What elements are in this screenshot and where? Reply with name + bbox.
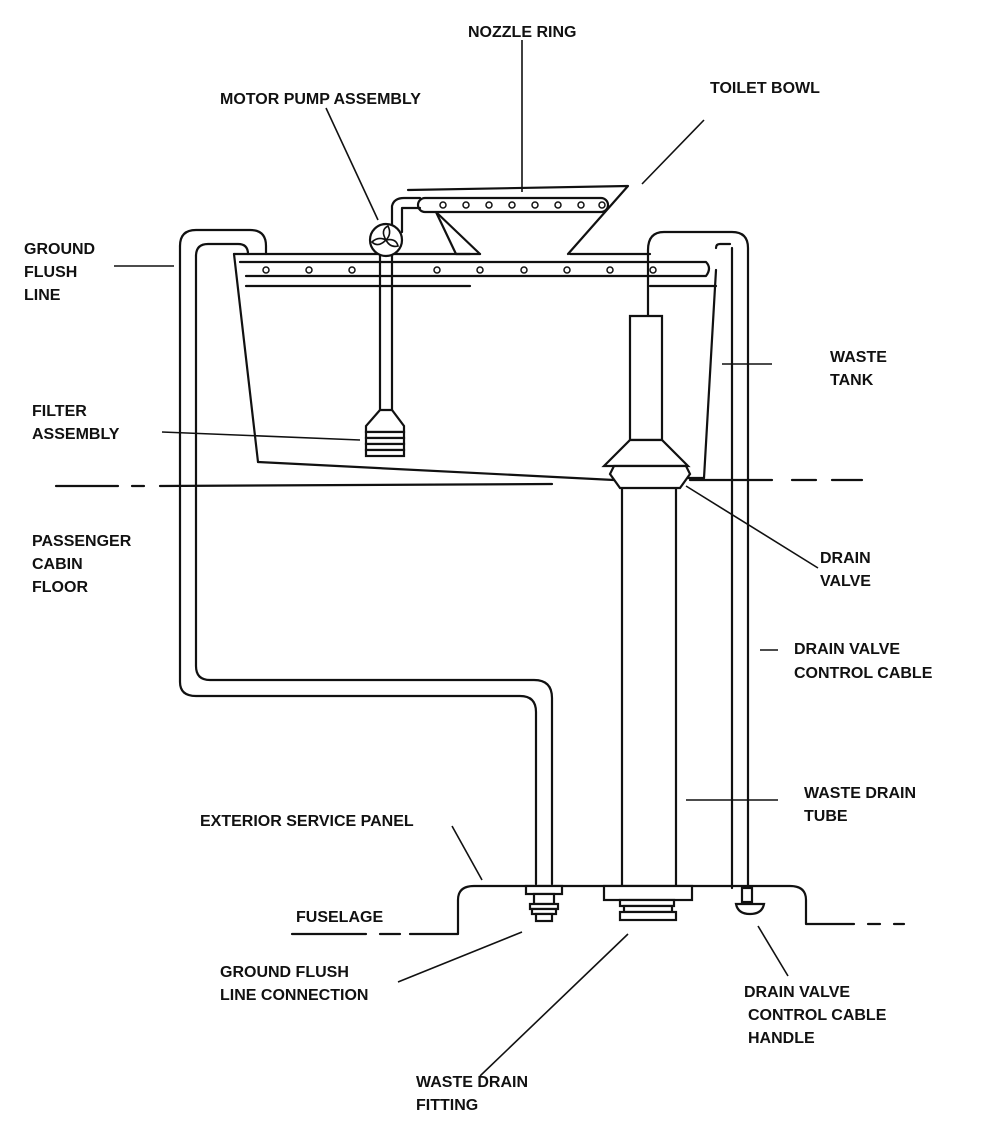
- nozzle-ring: [416, 196, 610, 214]
- label-toilet-bowl: TOILET BOWL: [710, 80, 820, 97]
- label-motor-pump-assembly: MOTOR PUMP ASSEMBLY: [220, 91, 421, 108]
- label-fuselage: FUSELAGE: [296, 909, 383, 926]
- leader-lines: [114, 40, 819, 1077]
- label-waste-drain-tube-1: WASTE DRAIN: [804, 785, 916, 802]
- drain-valve-control-cable-handle: [734, 886, 766, 916]
- label-waste-drain-fitting-2: FITTING: [416, 1097, 478, 1114]
- label-nozzle-ring: NOZZLE RING: [468, 24, 576, 41]
- label-exterior-service-panel: EXTERIOR SERVICE PANEL: [200, 813, 414, 830]
- passenger-cabin-floor: [54, 478, 864, 488]
- label-drain-valve-control-cable-handle-3: HANDLE: [748, 1030, 815, 1047]
- exterior-service-panel: [290, 884, 906, 936]
- label-filter-assembly-1: FILTER: [32, 403, 87, 420]
- label-passenger-cabin-floor-1: PASSENGER: [32, 533, 132, 550]
- label-drain-valve-control-cable-handle-1: DRAIN VALVE: [744, 984, 850, 1001]
- label-drain-valve-control-cable-handle-2: CONTROL CABLE: [748, 1007, 887, 1024]
- drain-valve-control-cable: [646, 230, 750, 890]
- label-filter-assembly-2: ASSEMBLY: [32, 426, 120, 443]
- label-drain-valve-control-cable-1: DRAIN VALVE: [794, 641, 900, 658]
- label-drain-valve-control-cable-2: CONTROL CABLE: [794, 665, 933, 682]
- label-drain-valve-1: DRAIN: [820, 550, 871, 567]
- waste-tank: [232, 252, 718, 482]
- waste-drain-tube: [601, 314, 691, 890]
- motor-pump-assembly: [368, 196, 422, 414]
- filter-assembly: [364, 408, 406, 458]
- label-passenger-cabin-floor-3: FLOOR: [32, 579, 88, 596]
- label-ground-flush-line-2: FLUSH: [24, 264, 77, 281]
- waste-drain-fitting: [602, 884, 694, 922]
- label-waste-drain-fitting-1: WASTE DRAIN: [416, 1074, 528, 1091]
- label-waste-tank-1: WASTE: [830, 349, 887, 366]
- toilet-bowl: [406, 184, 630, 256]
- label-waste-drain-tube-2: TUBE: [804, 808, 848, 825]
- ground-flush-line-connection: [524, 884, 564, 923]
- label-waste-tank-2: TANK: [830, 372, 874, 389]
- label-ground-flush-line-1: GROUND: [24, 241, 95, 258]
- ground-flush-line: [178, 228, 554, 886]
- label-drain-valve-2: VALVE: [820, 573, 871, 590]
- label-ground-flush-line-3: LINE: [24, 287, 61, 304]
- label-ground-flush-line-connection-1: GROUND FLUSH: [220, 964, 349, 981]
- label-passenger-cabin-floor-2: CABIN: [32, 556, 83, 573]
- flush-manifold: [238, 260, 711, 278]
- label-ground-flush-line-connection-2: LINE CONNECTION: [220, 987, 368, 1004]
- drain-valve: [608, 464, 692, 490]
- labels: NOZZLE RING MOTOR PUMP ASSEMBLY TOILET B…: [24, 24, 933, 1114]
